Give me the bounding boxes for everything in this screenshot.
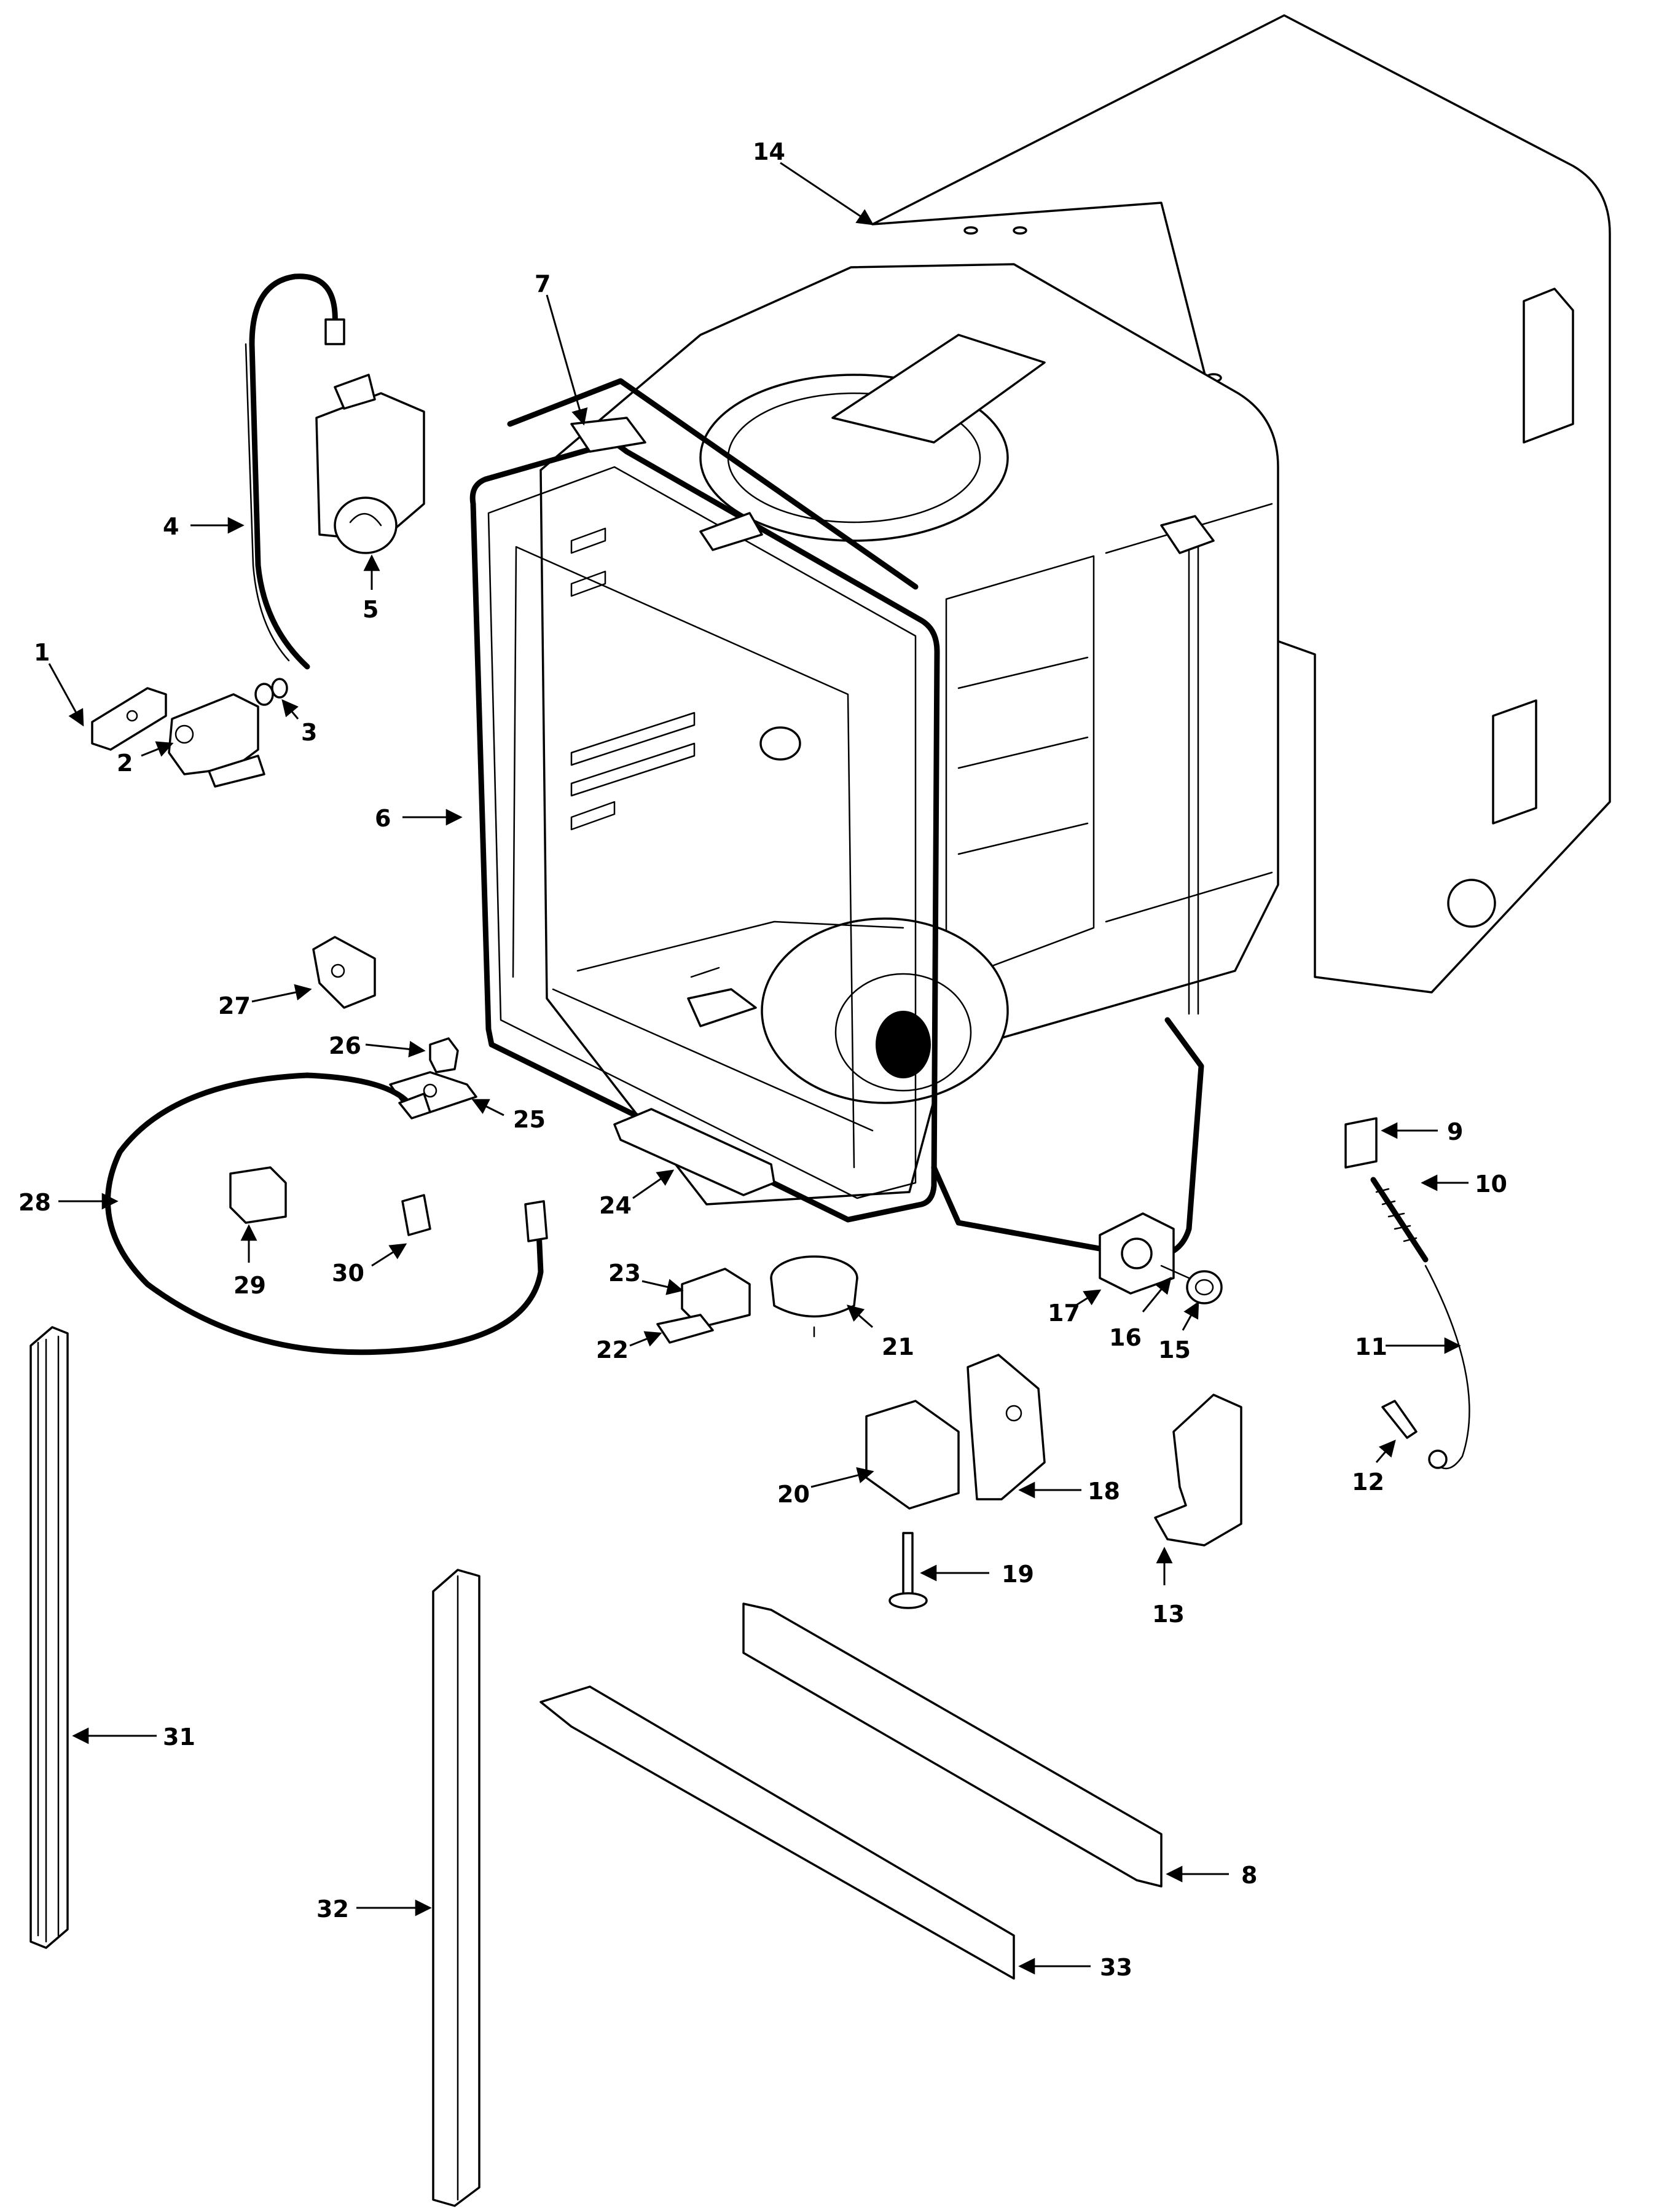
callout-c4: 4	[163, 513, 245, 540]
callout-label: 16	[1109, 1324, 1142, 1351]
callout-label: 20	[777, 1481, 810, 1508]
fill-hose-part	[245, 273, 345, 670]
callout-c9: 9	[1381, 1118, 1463, 1145]
callout-c16: 16	[1109, 1276, 1172, 1351]
hinge-part-13	[1154, 1394, 1242, 1547]
callout-label: 9	[1447, 1118, 1463, 1145]
callout-label: 24	[599, 1192, 632, 1219]
callout-c5: 5	[363, 554, 380, 623]
callout-c26: 26	[329, 1032, 426, 1059]
callout-c14: 14	[753, 138, 874, 226]
callout-label: 1	[34, 639, 50, 666]
callout-label: 11	[1355, 1333, 1387, 1360]
callout-label: 8	[1241, 1862, 1257, 1889]
callout-c6: 6	[375, 805, 463, 832]
callout-c3: 3	[281, 699, 317, 746]
float-part-21	[770, 1255, 858, 1338]
callout-label: 14	[753, 138, 785, 165]
callout-c8: 8	[1166, 1862, 1257, 1889]
callout-label: 13	[1152, 1601, 1185, 1628]
callout-c17: 17	[1048, 1289, 1102, 1327]
callout-c15: 15	[1158, 1301, 1199, 1363]
tub-assembly	[539, 263, 1279, 1206]
callout-c22: 22	[596, 1331, 662, 1363]
callout-c2: 2	[117, 741, 174, 777]
callout-c27: 27	[218, 984, 312, 1019]
callout-label: 5	[363, 596, 378, 623]
water-valve-part	[168, 693, 265, 788]
callout-label: 31	[163, 1724, 195, 1751]
callout-label: 19	[1002, 1561, 1034, 1588]
box-bracket-part-20	[865, 1400, 960, 1510]
callout-label: 6	[375, 805, 391, 832]
callout-c19: 19	[920, 1561, 1034, 1588]
callout-label: 21	[882, 1333, 914, 1360]
callout-label: 3	[301, 719, 317, 746]
callout-c20: 20	[777, 1467, 874, 1508]
clamp-part-29	[229, 1166, 287, 1224]
callout-c13: 13	[1152, 1547, 1185, 1628]
leveling-leg-part-19	[888, 1532, 928, 1609]
callout-c33: 33	[1018, 1954, 1132, 1981]
callout-c32: 32	[316, 1896, 432, 1923]
spring-part-10	[1370, 1177, 1429, 1263]
callout-label: 22	[596, 1336, 629, 1363]
callout-label: 10	[1475, 1171, 1507, 1198]
callout-c30: 30	[332, 1243, 407, 1287]
vent-assembly-part	[315, 374, 425, 554]
callout-label: 25	[513, 1106, 546, 1133]
connector-part-30	[401, 1194, 431, 1236]
callout-label: 26	[329, 1032, 361, 1059]
callout-c12: 12	[1352, 1439, 1396, 1496]
callout-label: 7	[535, 270, 551, 297]
toe-panel-part-33	[539, 1685, 1015, 1980]
callout-c21: 21	[846, 1304, 914, 1360]
switch-part-23	[681, 1268, 751, 1328]
fitting-part-3	[254, 678, 288, 706]
callout-c28: 28	[18, 1189, 119, 1216]
bracket-part-1	[91, 687, 167, 751]
spring-part-16	[1160, 1265, 1190, 1279]
callout-c31: 31	[72, 1724, 195, 1751]
callout-label: 23	[608, 1260, 641, 1287]
callout-label: 2	[117, 750, 133, 777]
callout-c23: 23	[608, 1260, 684, 1295]
callout-label: 32	[316, 1896, 349, 1923]
cap-part-26	[429, 1037, 459, 1073]
callout-label: 29	[233, 1272, 266, 1299]
callout-label: 33	[1100, 1954, 1132, 1981]
callout-label: 30	[332, 1260, 364, 1287]
bracket-part-27	[312, 936, 376, 1009]
callout-c11: 11	[1355, 1333, 1461, 1360]
callout-c1: 1	[34, 639, 84, 727]
bracket-part-9	[1344, 1117, 1378, 1169]
mounting-bracket-part-18	[967, 1354, 1046, 1500]
callout-c25: 25	[471, 1099, 546, 1133]
callout-label: 12	[1352, 1469, 1384, 1496]
tub-rail-part	[507, 378, 919, 590]
side-trim-part-32	[432, 1569, 480, 2207]
cover-plate-part-24	[613, 1108, 775, 1196]
callout-c24: 24	[599, 1169, 675, 1219]
kick-panel-part-8	[742, 1602, 1163, 1888]
callout-c10: 10	[1421, 1171, 1507, 1198]
switch-part-22	[656, 1314, 714, 1344]
callout-c29: 29	[233, 1224, 266, 1299]
callout-label: 28	[18, 1189, 51, 1216]
wheel-part-15	[1186, 1270, 1223, 1304]
side-trim-part-31	[29, 1326, 69, 1949]
callout-label: 15	[1158, 1336, 1191, 1363]
cable-part-11	[1424, 1265, 1470, 1470]
callout-label: 27	[218, 992, 251, 1019]
motor-part-17	[1099, 1212, 1175, 1295]
drain-hose-part	[105, 1072, 548, 1355]
callout-label: 17	[1048, 1300, 1080, 1327]
pin-part-12	[1381, 1400, 1418, 1439]
callout-c7: 7	[535, 270, 588, 426]
door-gasket-part	[469, 439, 940, 1223]
callout-label: 4	[163, 513, 179, 540]
callout-c18: 18	[1018, 1478, 1120, 1505]
callout-label: 18	[1088, 1478, 1120, 1505]
